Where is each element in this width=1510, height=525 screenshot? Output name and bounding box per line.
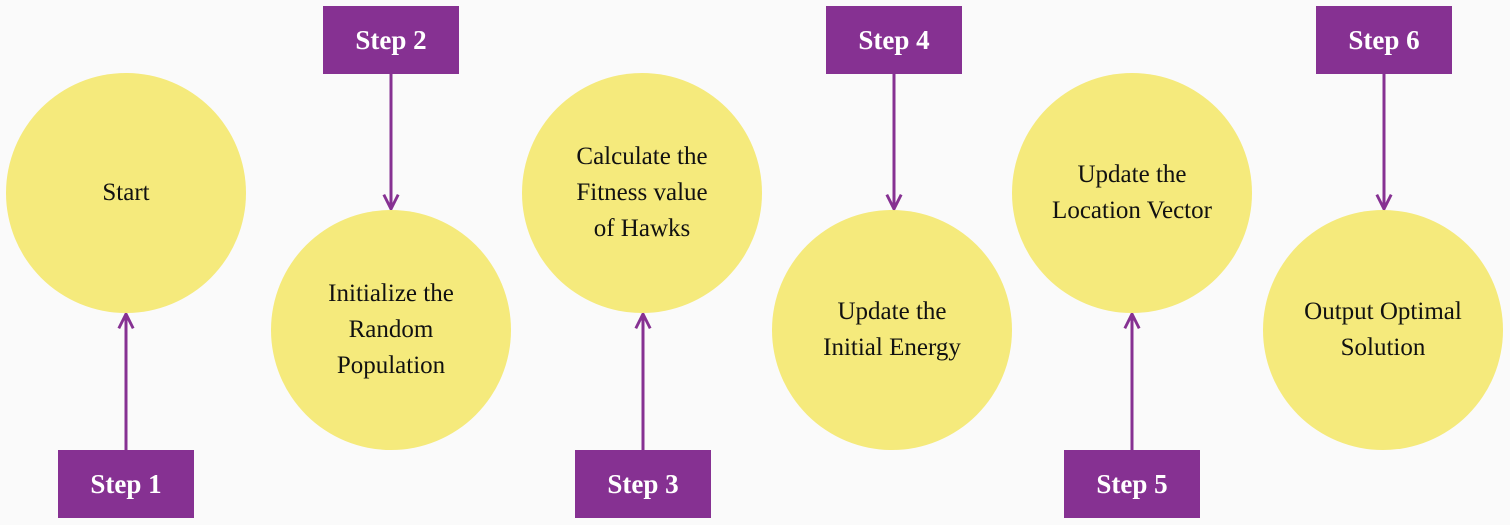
step-3-text: Calculate the Fitness value of Hawks [576,142,708,243]
step-6-text: Output Optimal Solution [1304,297,1462,361]
step-1-text: Start [102,178,150,206]
step-4-label: Step 4 [858,24,930,55]
step-5-label: Step 5 [1096,468,1168,499]
step-6-circle: Output Optimal Solution [1263,210,1503,450]
step-1-label: Step 1 [90,468,162,499]
step-5-circle: Update the Location Vector [1012,73,1252,313]
step-4-circle: Update the Initial Energy [772,210,1012,450]
step-6-label-box: Step 6 [1316,6,1452,74]
step-2-text: Initialize the Random Population [328,279,454,380]
step-4-label-box: Step 4 [826,6,962,74]
step-2-label: Step 2 [355,24,427,55]
step-4-text: Update the Initial Energy [823,297,961,361]
step-3-circle: Calculate the Fitness value of Hawks [522,73,762,313]
step-1-circle: Start [6,73,246,313]
step-1-label-box: Step 1 [58,450,194,518]
step-3-label-box: Step 3 [575,450,711,518]
step-5-label-box: Step 5 [1064,450,1200,518]
step-2-circle: Initialize the Random Population [271,210,511,450]
step-2-label-box: Step 2 [323,6,459,74]
step-3-label: Step 3 [607,468,679,499]
step-6-label: Step 6 [1348,24,1420,55]
step-5-text: Update the Location Vector [1052,160,1212,224]
